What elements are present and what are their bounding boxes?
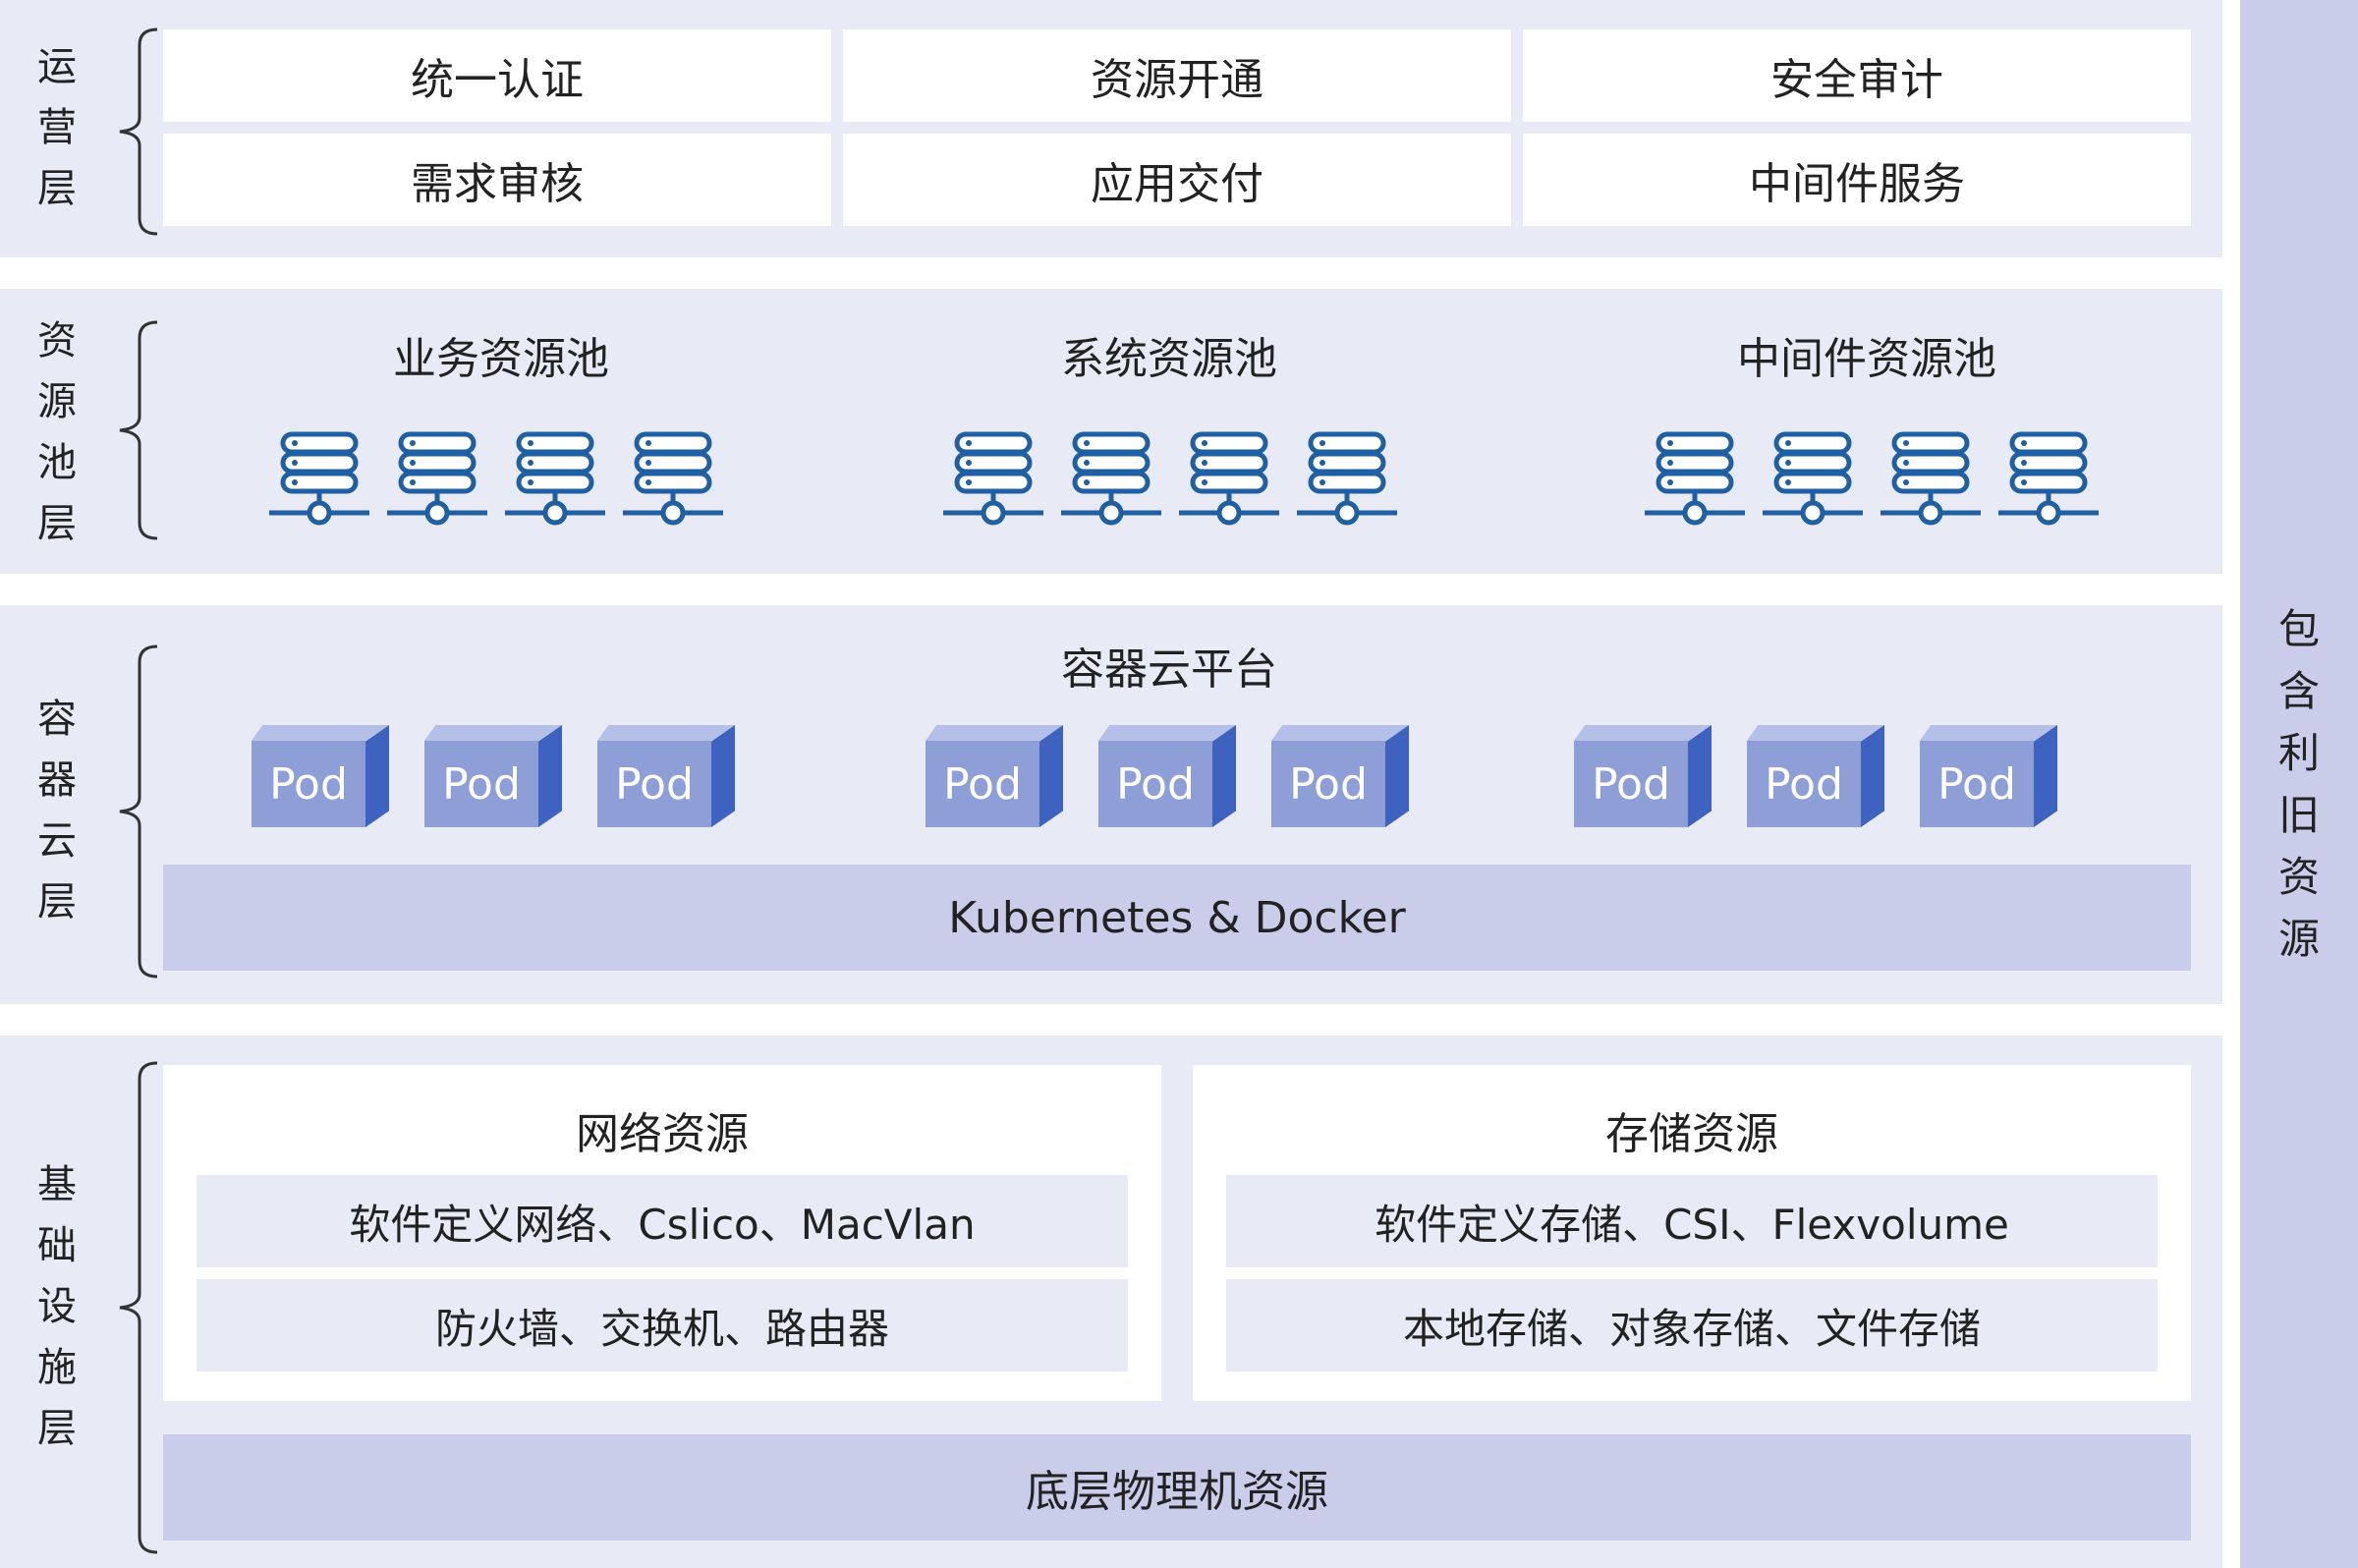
- label-char: 运: [37, 44, 77, 89]
- label-char: 源: [37, 379, 77, 424]
- brace-icon: [119, 644, 158, 979]
- pod-cube: Pod: [926, 725, 1063, 827]
- cell-security-audit: 安全审计: [1523, 29, 2191, 122]
- pod-label: Pod: [1574, 741, 1688, 827]
- label-char: 云: [37, 818, 77, 864]
- pod-label: Pod: [252, 741, 365, 827]
- server-icon: [501, 428, 609, 527]
- label-char: 层: [37, 501, 77, 546]
- pod-label: Pod: [1271, 741, 1385, 827]
- label-char: 层: [37, 166, 77, 211]
- physical-machine-bar: 底层物理机资源: [163, 1434, 2191, 1540]
- label-char: 基: [37, 1162, 77, 1207]
- pod-top-face: [1574, 725, 1712, 741]
- server-icon: [1877, 428, 1985, 527]
- pod-cube: Pod: [424, 725, 562, 827]
- storage-item-sds: 软件定义存储、CSI、Flexvolume: [1226, 1175, 2158, 1267]
- resource-pool-layer: [0, 289, 2222, 574]
- cell-resource-provision: 资源开通: [843, 29, 1511, 122]
- right-char: 旧: [2277, 791, 2320, 839]
- server-icon: [383, 428, 491, 527]
- server-icon: [939, 428, 1047, 527]
- cell-middleware-service: 中间件服务: [1523, 134, 2191, 226]
- container-cloud-layer-label: 容 器 云 层: [29, 678, 84, 943]
- server-icon: [1057, 428, 1165, 527]
- pod-top-face: [597, 725, 735, 741]
- pod-cube: Pod: [597, 725, 735, 827]
- pod-top-face: [252, 725, 389, 741]
- brace-icon: [119, 320, 158, 540]
- network-resources-title: 网络资源: [576, 1109, 749, 1159]
- pod-side-face: [2034, 725, 2057, 827]
- cell-unified-auth: 统一认证: [163, 29, 831, 122]
- pod-side-face: [1861, 725, 1884, 827]
- right-char: 源: [2277, 915, 2320, 963]
- pod-top-face: [1271, 725, 1409, 741]
- container-platform-title: 容器云平台: [1061, 644, 1277, 695]
- pod-side-face: [711, 725, 735, 827]
- label-char: 资: [37, 318, 77, 364]
- cell-demand-review: 需求审核: [163, 134, 831, 226]
- pod-side-face: [1385, 725, 1409, 827]
- server-icon: [1175, 428, 1283, 527]
- right-char: 利: [2277, 729, 2320, 777]
- label-char: 器: [37, 757, 77, 803]
- label-char: 础: [37, 1223, 77, 1268]
- server-icon: [619, 428, 727, 527]
- brace-icon: [119, 1061, 158, 1554]
- right-char: 资: [2277, 853, 2320, 901]
- network-item-devices: 防火墙、交换机、路由器: [196, 1279, 1128, 1372]
- pool-title-business: 业务资源池: [393, 334, 609, 384]
- pool-title-system: 系统资源池: [1061, 334, 1277, 384]
- label-char: 设: [37, 1284, 77, 1329]
- label-char: 营: [37, 105, 77, 150]
- server-icon: [1759, 428, 1867, 527]
- storage-resources-title: 存储资源: [1605, 1109, 1778, 1159]
- kubernetes-docker-bar: Kubernetes & Docker: [163, 865, 2191, 971]
- label-char: 层: [37, 1406, 77, 1451]
- right-char: 包: [2277, 605, 2320, 653]
- pod-top-face: [424, 725, 562, 741]
- pod-top-face: [1747, 725, 1884, 741]
- pod-side-face: [1039, 725, 1063, 827]
- server-icon: [1994, 428, 2103, 527]
- label-char: 容: [37, 697, 77, 742]
- pod-top-face: [1098, 725, 1236, 741]
- pod-cube: Pod: [1920, 725, 2057, 827]
- server-icon: [1641, 428, 1749, 527]
- pod-label: Pod: [597, 741, 711, 827]
- pod-label: Pod: [424, 741, 538, 827]
- pod-cube: Pod: [1574, 725, 1712, 827]
- pod-label: Pod: [926, 741, 1039, 827]
- brace-icon: [119, 28, 158, 236]
- pod-side-face: [1688, 725, 1712, 827]
- pod-label: Pod: [1747, 741, 1861, 827]
- pod-side-face: [365, 725, 389, 827]
- pool-title-middleware: 中间件资源池: [1737, 334, 1996, 384]
- pod-label: Pod: [1098, 741, 1212, 827]
- legacy-resources-panel: 包 含 利 旧 资 源: [2240, 0, 2358, 1568]
- storage-item-local: 本地存储、对象存储、文件存储: [1226, 1279, 2158, 1372]
- pod-cube: Pod: [1747, 725, 1884, 827]
- server-icon: [265, 428, 373, 527]
- label-char: 池: [37, 440, 77, 485]
- pod-side-face: [538, 725, 562, 827]
- pod-label: Pod: [1920, 741, 2034, 827]
- right-char: 含: [2277, 667, 2320, 715]
- pod-top-face: [926, 725, 1063, 741]
- pod-cube: Pod: [1098, 725, 1236, 827]
- pod-top-face: [1920, 725, 2057, 741]
- server-icon: [1293, 428, 1401, 527]
- infrastructure-layer-label: 基 础 设 施 层: [29, 1149, 84, 1464]
- cell-app-delivery: 应用交付: [843, 134, 1511, 226]
- label-char: 施: [37, 1345, 77, 1390]
- pod-cube: Pod: [252, 725, 389, 827]
- pod-cube: Pod: [1271, 725, 1409, 827]
- label-char: 层: [37, 879, 77, 924]
- pod-side-face: [1212, 725, 1236, 827]
- resource-pool-layer-label: 资 源 池 层: [29, 308, 84, 556]
- network-item-sdn: 软件定义网络、Cslico、MacVlan: [196, 1175, 1128, 1267]
- operations-layer-label: 运 营 层: [29, 10, 84, 246]
